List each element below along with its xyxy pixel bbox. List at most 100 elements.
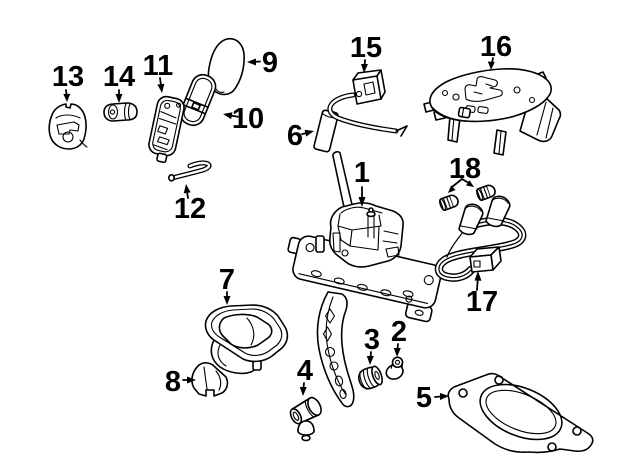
callout-10[interactable]: 10 — [223, 103, 264, 135]
part-screw-slot — [405, 297, 413, 301]
callout-6[interactable]: 6 — [287, 120, 314, 152]
callout-15[interactable]: 15 — [350, 32, 382, 73]
callout-13-arrow — [63, 89, 71, 102]
part-12-drawing — [168, 160, 212, 182]
part-4-drawing — [289, 396, 322, 442]
part-hole — [164, 102, 171, 109]
callout-17-arrow — [474, 271, 482, 291]
part-bulb-ridges — [479, 186, 489, 200]
callout-11-number[interactable]: 11 — [143, 50, 174, 82]
part-bolt-hole — [458, 388, 468, 398]
part-outline — [179, 73, 217, 127]
part-arm-hole — [334, 375, 344, 387]
callout-10-number[interactable]: 10 — [232, 103, 264, 135]
callout-9-number[interactable]: 9 — [262, 47, 278, 79]
callout-2-number[interactable]: 2 — [391, 316, 407, 348]
part-hole — [441, 89, 449, 97]
part-plate-slot — [333, 277, 345, 285]
callout-18-number[interactable]: 18 — [449, 153, 481, 185]
part-switch-top — [352, 69, 386, 100]
callout-7-number[interactable]: 7 — [219, 264, 235, 296]
part-inner-rim — [152, 99, 181, 153]
callout-1[interactable]: 1 — [354, 157, 370, 207]
part-11-drawing — [148, 95, 185, 164]
callout-18-arrow-right — [461, 178, 474, 187]
part-plate-slot — [380, 289, 392, 297]
part-bulb-ridges — [442, 196, 452, 210]
part-arm-hole — [324, 346, 336, 358]
callout-13[interactable]: 13 — [52, 61, 84, 102]
part-side-wall-lines — [536, 101, 554, 139]
callout-13-number[interactable]: 13 — [52, 61, 84, 93]
part-9-drawing — [207, 37, 245, 96]
callout-8-number[interactable]: 8 — [165, 366, 181, 398]
part-seams — [123, 103, 131, 121]
part-outline — [48, 103, 87, 150]
callout-2[interactable]: 2 — [391, 316, 407, 357]
callout-16[interactable]: 16 — [480, 31, 512, 70]
part-rim-inner — [210, 308, 283, 356]
callout-9[interactable]: 9 — [247, 47, 278, 79]
callout-10-arrow — [223, 112, 239, 120]
part-tab-slot — [414, 309, 424, 316]
callout-4[interactable]: 4 — [297, 355, 313, 396]
part-13-drawing — [48, 103, 88, 150]
callout-6-number[interactable]: 6 — [287, 120, 303, 152]
part-hole — [176, 102, 182, 108]
part-14-drawing — [103, 102, 138, 122]
part-plate-hole — [305, 243, 315, 253]
part-endcap — [107, 104, 119, 120]
part-hole — [62, 131, 74, 143]
part-plate-slot — [356, 283, 368, 291]
callout-15-number[interactable]: 15 — [350, 32, 382, 64]
callout-6-arrow — [301, 129, 314, 137]
callout-3-number[interactable]: 3 — [364, 324, 380, 356]
part-head — [391, 356, 404, 369]
callout-11-arrow — [157, 77, 165, 93]
callout-11[interactable]: 11 — [143, 50, 174, 93]
callout-12[interactable]: 12 — [174, 184, 206, 225]
callout-18[interactable]: 18 — [448, 153, 481, 193]
callout-1-number[interactable]: 1 — [354, 157, 370, 189]
part-detail — [153, 111, 177, 151]
part-connector-notch — [473, 260, 481, 268]
part-socket-top — [460, 205, 482, 230]
part-cyl-ring-hole — [292, 411, 300, 421]
callout-2-arrow — [393, 343, 401, 357]
part-bulb-glass — [486, 184, 496, 198]
callout-14-number[interactable]: 14 — [103, 61, 135, 93]
callout-17[interactable]: 17 — [466, 271, 498, 318]
part-cyl-cap — [307, 396, 322, 416]
part-bolt-hole — [572, 426, 582, 436]
part-mech-body — [328, 202, 404, 268]
part-clip — [457, 106, 472, 119]
callout-7[interactable]: 7 — [219, 264, 235, 305]
part-2-drawing — [385, 356, 404, 380]
part-gate-pattern — [464, 76, 503, 102]
part-detail — [183, 77, 213, 123]
callout-17-number[interactable]: 17 — [466, 286, 498, 318]
part-wire-end — [168, 174, 176, 182]
callout-3[interactable]: 3 — [364, 324, 380, 365]
callout-14[interactable]: 14 — [103, 61, 135, 103]
callout-12-number[interactable]: 12 — [174, 193, 206, 225]
callout-8[interactable]: 8 — [165, 366, 196, 398]
part-hole — [528, 96, 536, 104]
callout-5[interactable]: 5 — [416, 382, 449, 414]
callout-14-arrow — [115, 89, 123, 103]
part-inner-rim — [432, 107, 469, 122]
callout-9-arrow — [247, 58, 261, 66]
part-opening-inner — [485, 389, 557, 435]
part-connector-front — [469, 254, 494, 273]
part-bolt-hole — [494, 375, 504, 385]
part-outline — [207, 37, 245, 96]
callout-16-number[interactable]: 16 — [480, 31, 512, 63]
part-hole — [394, 359, 401, 365]
callout-5-number[interactable]: 5 — [416, 382, 432, 414]
part-plate-slot — [310, 270, 322, 278]
callout-4-number[interactable]: 4 — [297, 355, 313, 387]
part-rim-outer — [204, 304, 289, 363]
part-arm-cutouts — [322, 308, 336, 342]
part-socket-top — [487, 197, 509, 222]
